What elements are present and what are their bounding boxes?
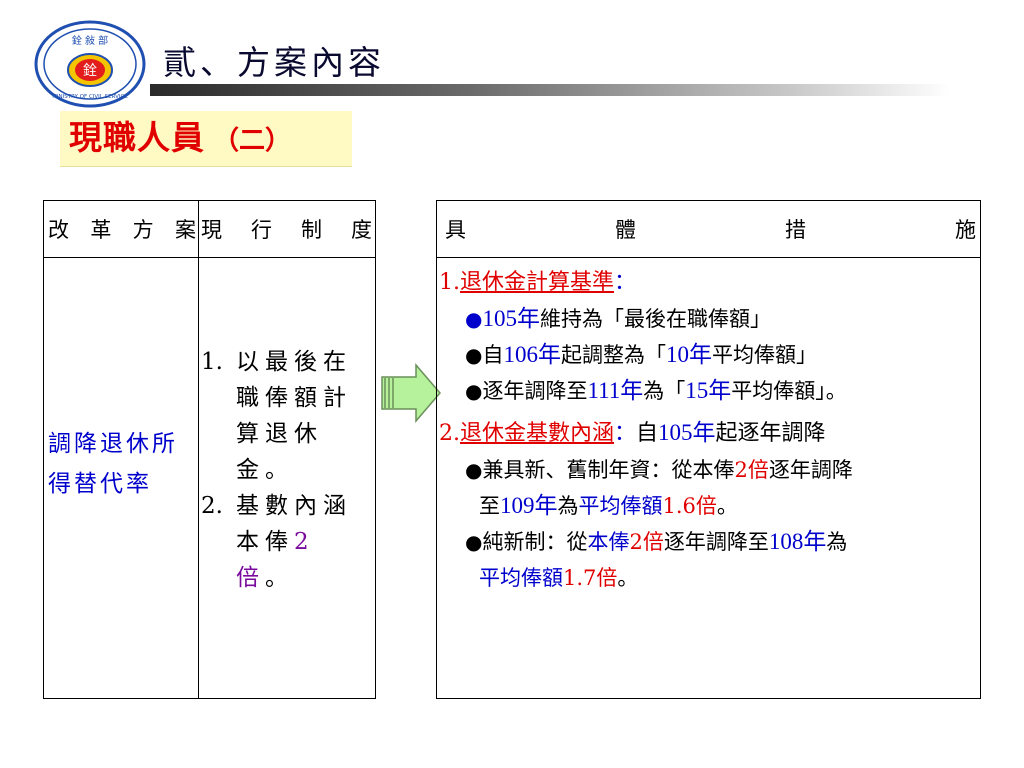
item-number: 1. xyxy=(201,349,223,375)
current-item-1: 1. 以最後在職俸額計算退休金。 xyxy=(201,344,375,488)
logo-top-text: 銓 敍 部 xyxy=(72,34,108,47)
item-text-part: 基數內涵本俸 xyxy=(236,493,352,555)
year-highlight: 106年 xyxy=(503,342,561,367)
bullet-text: 。 xyxy=(716,494,738,518)
header-char: 行 xyxy=(251,218,272,242)
year-highlight: 105年 xyxy=(658,420,716,445)
bullet-text: 為 xyxy=(557,494,579,518)
bullet-text: 兼具新、舊制年資：從本俸 xyxy=(482,458,735,482)
base-salary-highlight: 本俸 xyxy=(587,530,630,554)
multiplier-highlight: 2倍 xyxy=(734,458,769,482)
item-number: 2. xyxy=(201,493,223,519)
current-item-2: 2. 基數內涵本俸2 倍。 xyxy=(201,488,375,596)
section-text: 起逐年調降 xyxy=(715,421,826,446)
subtitle-main: 現職人員 xyxy=(69,118,205,157)
bullet-item: ●105年維持為「最後在職俸額」 xyxy=(439,301,978,337)
bullet-text: 純新制：從 xyxy=(482,530,588,554)
header-char: 具 xyxy=(445,218,466,242)
section-2-heading: 2.退休金基數內涵：自105年起逐年調降 xyxy=(439,415,978,452)
bullet-text: 平均俸額」。 xyxy=(731,379,847,403)
year-highlight: 15年 xyxy=(685,378,732,403)
ministry-logo: 銓 銓 敍 部 MINISTRY OF CIVIL SERVICE xyxy=(34,20,146,108)
section-title: 退休金基數內涵 xyxy=(460,421,615,446)
bullet-icon: ● xyxy=(465,343,483,367)
bullet-text: 逐年調降 xyxy=(768,458,853,482)
header-char: 體 xyxy=(615,218,636,242)
section-title: 退休金計算基準 xyxy=(460,270,615,295)
bullet-text: 為 xyxy=(826,530,848,554)
bullet-text: 維持為「最後在職俸額」 xyxy=(539,307,771,331)
year-highlight: 109年 xyxy=(500,493,558,518)
bullet-text: 為「 xyxy=(643,379,686,403)
bullet-text: 自 xyxy=(482,343,504,367)
section-colon: ： xyxy=(614,270,637,295)
year-highlight: 108年 xyxy=(768,529,827,554)
bullet-text: 逐年調降至 xyxy=(663,530,769,554)
column-divider xyxy=(198,201,199,698)
bullet-text: 至 xyxy=(479,494,500,518)
section-number: 2. xyxy=(439,421,460,446)
bullet-icon: ● xyxy=(465,307,483,331)
bullet-text: 起調整為「 xyxy=(560,343,666,367)
average-salary-highlight: 平均俸額 xyxy=(479,566,563,590)
multiplier-highlight: 1.7倍 xyxy=(563,566,618,590)
subtitle-sub: （二） xyxy=(213,126,292,156)
header-char: 方 xyxy=(132,218,154,242)
bullet-item: ●純新制：從本俸2倍逐年調降至108年為 xyxy=(439,524,978,560)
multiplier-highlight: 2 倍 xyxy=(236,529,315,591)
bullet-continuation: 平均俸額1.7倍。 xyxy=(439,560,978,596)
item-text: 以最後在職俸額計算退休金。 xyxy=(236,349,352,483)
table-divider xyxy=(44,257,375,258)
header-char: 改 xyxy=(48,218,69,242)
header-reform-plan: 改 革 方 案 xyxy=(48,201,196,257)
current-system-cell: 1. 以最後在職俸額計算退休金。 2. 基數內涵本俸2 倍。 xyxy=(201,344,375,596)
title-divider xyxy=(150,84,950,96)
bullet-item: ●兼具新、舊制年資：從本俸2倍逐年調降 xyxy=(439,452,978,488)
bullet-icon: ● xyxy=(465,530,483,554)
right-table: 具 體 措 施 1.退休金計算基準： ●105年維持為「最後在職俸額」 ●自10… xyxy=(436,200,981,699)
page-title: 貳、方案內容 xyxy=(163,43,385,82)
header-char: 現 xyxy=(201,218,222,242)
bullet-icon: ● xyxy=(465,458,483,482)
header-char: 施 xyxy=(955,218,976,242)
multiplier-highlight: 2倍 xyxy=(629,530,664,554)
table-divider xyxy=(437,257,980,258)
reform-plan-cell: 調降退休所得替代率 xyxy=(48,431,178,497)
bullet-continuation: 至109年為平均俸額1.6倍。 xyxy=(439,488,978,524)
year-highlight: 10年 xyxy=(665,342,712,367)
section-1-heading: 1.退休金計算基準： xyxy=(439,265,978,301)
bullet-text: 逐年調降至 xyxy=(482,379,588,403)
bullet-text: 平均俸額」 xyxy=(711,343,817,367)
multiplier-highlight: 1.6倍 xyxy=(662,494,717,518)
bullet-item: ●自106年起調整為「10年平均俸額」 xyxy=(439,337,978,373)
average-salary-highlight: 平均俸額 xyxy=(578,494,663,518)
bullet-icon: ● xyxy=(465,379,483,403)
header-char: 度 xyxy=(351,218,372,242)
section-text: 自 xyxy=(636,421,659,446)
bullet-item: ●逐年調降至111年為「15年平均俸額」。 xyxy=(439,373,978,409)
logo-ring-text: MINISTRY OF CIVIL SERVICE xyxy=(52,94,128,100)
header-concrete-measures: 具 體 措 施 xyxy=(445,201,976,257)
year-highlight: 111年 xyxy=(587,378,644,403)
year-highlight: 105年 xyxy=(482,306,540,331)
header-char: 制 xyxy=(301,218,322,242)
left-table: 改 革 方 案 現 行 制 度 調降退休所得替代率 1. 以最後在職俸額計算退休… xyxy=(43,200,376,699)
right-arrow-icon xyxy=(381,363,441,423)
item-text: 基數內涵本俸2 倍。 xyxy=(236,488,375,596)
header-char: 措 xyxy=(785,218,806,242)
bullet-text: 。 xyxy=(617,566,639,590)
item-text-part: 。 xyxy=(265,565,294,591)
header-char: 革 xyxy=(90,218,112,242)
measures-body: 1.退休金計算基準： ●105年維持為「最後在職俸額」 ●自106年起調整為「1… xyxy=(439,265,978,596)
section-colon: ： xyxy=(614,421,637,446)
header-char: 案 xyxy=(174,218,196,242)
logo-seal-char: 銓 xyxy=(83,63,97,79)
section-number: 1. xyxy=(439,270,460,295)
header-current-system: 現 行 制 度 xyxy=(201,201,374,257)
section-subtitle: 現職人員 （二） xyxy=(60,111,352,167)
